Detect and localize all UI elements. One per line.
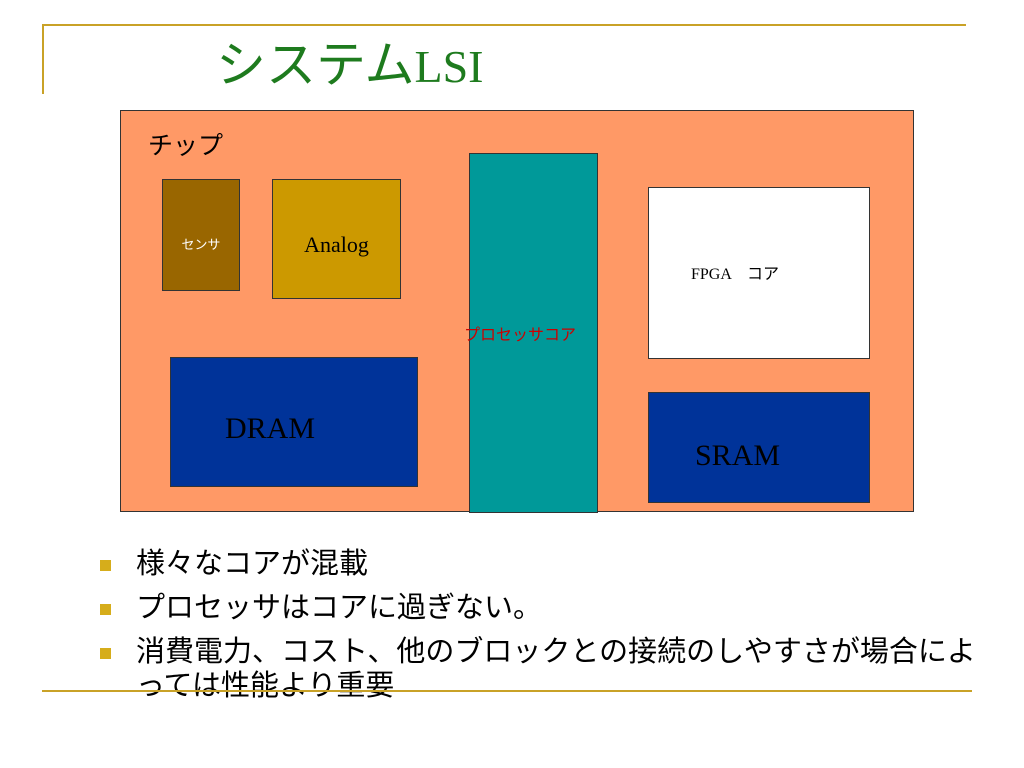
page-title: システムLSI — [216, 30, 484, 100]
square-bullet-icon — [100, 560, 111, 571]
sensor-label: センサ — [181, 238, 221, 253]
sensor-block: センサ — [162, 179, 240, 291]
title-latin: LSI — [414, 41, 484, 92]
bullet-item: プロセッサはコアに過ぎない。 — [100, 590, 980, 624]
sram-label: SRAM — [695, 439, 781, 472]
bullet-text: 消費電力、コスト、他のブロックとの接続のしやすさが場合によっては性能より重要 — [136, 634, 976, 702]
processor-core-block — [469, 153, 598, 513]
frame-left-rule — [42, 24, 44, 94]
square-bullet-icon — [100, 604, 111, 615]
frame-top-rule — [42, 24, 966, 26]
dram-block: DRAM — [170, 357, 418, 487]
bullet-text: 様々なコアが混載 — [136, 546, 369, 580]
bullet-list: 様々なコアが混載 プロセッサはコアに過ぎない。 消費電力、コスト、他のブロックと… — [100, 546, 980, 712]
bullet-item: 様々なコアが混載 — [100, 546, 980, 580]
fpga-core-block: FPGA コア — [648, 187, 870, 359]
fpga-core-label: FPGA コア — [691, 266, 780, 283]
square-bullet-icon — [100, 648, 111, 659]
bullet-item: 消費電力、コスト、他のブロックとの接続のしやすさが場合によっては性能より重要 — [100, 634, 980, 702]
chip-label: チップ — [148, 131, 224, 160]
title-japanese: システム — [216, 36, 415, 94]
dram-label: DRAM — [225, 412, 316, 445]
bullet-text: プロセッサはコアに過ぎない。 — [136, 590, 543, 624]
frame-bottom-rule — [42, 690, 972, 692]
processor-core-label: プロセッサコア — [464, 325, 577, 344]
sram-block: SRAM — [648, 392, 870, 503]
analog-label: Analog — [304, 232, 369, 257]
analog-block: Analog — [272, 179, 401, 299]
